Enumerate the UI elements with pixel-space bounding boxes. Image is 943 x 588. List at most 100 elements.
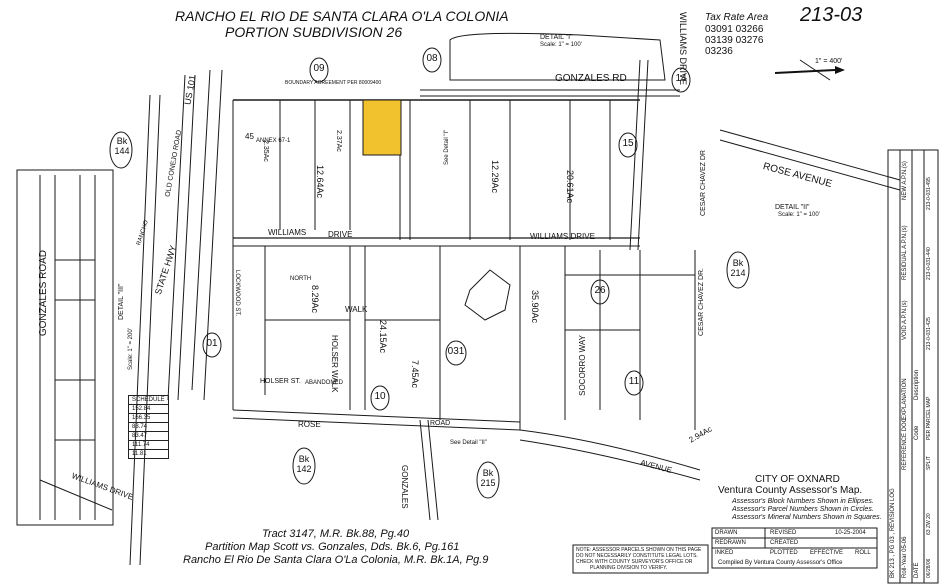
schedule-row: 166.35 bbox=[128, 413, 169, 423]
revision-log-year: Roll-Year 05-06 bbox=[902, 536, 908, 578]
status-drawn: DRAWN bbox=[715, 530, 738, 536]
schedule-table: SCHEDULE 152.84 166.35 83.74 83.47 111.7… bbox=[128, 395, 169, 459]
see-detail-ii: See Detail "II" bbox=[450, 440, 487, 446]
street-road: ROAD bbox=[430, 420, 451, 427]
acreage: 8.29Ac bbox=[310, 285, 320, 314]
street-gonzales-bottom: GONZALES bbox=[400, 465, 409, 509]
revision-log-row-date: 06/28/06 bbox=[926, 558, 932, 578]
status-roll: ROLL bbox=[855, 550, 871, 556]
tax-rate-line: 03236 bbox=[705, 46, 733, 57]
source-line: Partition Map Scott vs. Gonzales, Dds. B… bbox=[205, 541, 460, 553]
revision-log-col-ref: REFERENCE DOC. bbox=[902, 416, 908, 470]
street-walk: WALK bbox=[345, 305, 368, 314]
block-number: 031 bbox=[447, 346, 465, 357]
detail-i-label: DETAIL "I" bbox=[540, 34, 573, 41]
legend-line: Assessor's Block Numbers Shown in Ellips… bbox=[732, 498, 874, 505]
book-number: Bk 144 bbox=[114, 136, 130, 156]
acreage: 12.64Ac bbox=[315, 165, 325, 199]
schedule-row: 111.74 bbox=[128, 440, 169, 450]
detail-ii-label: DETAIL "II" bbox=[775, 204, 810, 211]
revision-log-col-code: Code bbox=[914, 425, 920, 440]
source-line: Rancho El Rio De Santa Clara O'La Coloni… bbox=[183, 554, 489, 566]
block-number: 14 bbox=[675, 73, 687, 84]
revision-log-col-expl: EXPLANATION bbox=[902, 378, 908, 420]
street-rose: ROSE bbox=[298, 420, 321, 429]
see-detail-i: See Detail "I" bbox=[444, 129, 450, 165]
acreage: 7.45Ac bbox=[410, 360, 420, 389]
schedule-row: 83.74 bbox=[128, 422, 169, 432]
acreage: 35.90Ac bbox=[530, 290, 540, 324]
status-compiled: Compiled By Ventura County Assessor's Of… bbox=[718, 560, 843, 566]
schedule-row: 152.84 bbox=[128, 404, 169, 414]
street-lockwood-st: LOCKWOOD ST. bbox=[234, 270, 240, 317]
street-holser-st: HOLSER ST. bbox=[260, 378, 301, 385]
street-gonzales-rd: GONZALES RD bbox=[555, 73, 627, 84]
acreage: 2.37Ac bbox=[335, 130, 342, 152]
revision-log-title: BK 213 , PG 03 , REVISION LOG bbox=[890, 488, 896, 578]
tax-rate-area-label: Tax Rate Area bbox=[705, 12, 769, 23]
highlighted-parcel bbox=[362, 99, 402, 156]
detail-iii-scale: Scale: 1" = 200' bbox=[128, 328, 134, 370]
street-cesar-chavez: CESAR CHAVEZ DR. bbox=[698, 268, 705, 336]
status-plotted: PLOTTED bbox=[770, 550, 798, 556]
book-number: Bk 215 bbox=[480, 468, 496, 488]
tax-rate-line: 03091 03266 bbox=[705, 24, 764, 35]
street-cesar-chavez-dr: CESAR CHAVEZ DR bbox=[700, 150, 707, 216]
legend-line: Assessor's Mineral Numbers Shown in Squa… bbox=[732, 514, 882, 521]
detail-i-scale: Scale: 1" = 100' bbox=[540, 42, 582, 48]
revision-log-col-date: DATE bbox=[914, 562, 920, 578]
revision-log-col-resid: RESIDUAL A.P.N.(s) bbox=[902, 225, 908, 280]
street-williams-left: WILLIAMS bbox=[268, 228, 307, 237]
revision-log-row-code: SPLIT bbox=[926, 456, 932, 470]
source-line: Tract 3147, M.R. Bk.88, Pg.40 bbox=[262, 528, 410, 540]
revision-log-col-desc: Description bbox=[914, 369, 920, 400]
detail-ii-scale: Scale: 1" = 100' bbox=[778, 212, 820, 218]
acreage: 2.35Ac bbox=[262, 140, 269, 162]
status-revised-date: 10-25-2004 bbox=[835, 530, 866, 536]
legend-county: Ventura County Assessor's Map. bbox=[718, 485, 863, 496]
street-williams-drive-top: WILLIAMS DRIVE bbox=[678, 12, 688, 86]
schedule-row: 11.81 bbox=[128, 449, 169, 459]
revision-log-row-ref: 63 ZW 20 bbox=[926, 513, 932, 535]
block-number: 15 bbox=[622, 138, 634, 149]
schedule-row: 83.47 bbox=[128, 431, 169, 441]
map-subtitle: PORTION SUBDIVISION 26 bbox=[225, 24, 403, 40]
note-line: PLANNING DIVISION TO VERIFY. bbox=[590, 565, 668, 571]
revision-log-col-new: NEW A.P.N.(s) bbox=[902, 161, 908, 200]
book-number: Bk 142 bbox=[296, 454, 312, 474]
legend-line: Assessor's Parcel Numbers Shown in Circl… bbox=[732, 506, 874, 513]
annex-label: ANNEX 67-1 bbox=[256, 138, 291, 144]
block-number: 11 bbox=[628, 376, 640, 387]
street-gonzales-road: GONZALES ROAD bbox=[38, 250, 49, 337]
revision-log-row-desc: PER PARCEL MAP bbox=[926, 396, 932, 440]
tax-rate-line: 03139 03276 bbox=[705, 35, 764, 46]
acreage: 12.29Ac bbox=[490, 160, 500, 194]
status-created: CREATED bbox=[770, 540, 799, 546]
acreage: 24.15Ac bbox=[378, 320, 388, 354]
street-drive: DRIVE bbox=[328, 230, 353, 239]
status-effective: EFFECTIVE bbox=[810, 550, 844, 556]
note-line: NOTE: ASSESSOR PARCELS SHOWN ON THIS PAG… bbox=[576, 547, 702, 553]
block-number: 01 bbox=[206, 338, 218, 349]
revision-log-row-new: 213-0-031-495 bbox=[926, 177, 932, 210]
detail-iii-label: DETAIL "III" bbox=[118, 283, 125, 320]
map-number: 213-03 bbox=[800, 4, 863, 26]
status-revised: REVISED bbox=[770, 530, 797, 536]
parcel-number: 45 bbox=[245, 132, 254, 141]
north-label: NORTH bbox=[290, 276, 312, 282]
map-title: RANCHO EL RIO DE SANTA CLARA O'LA COLONI… bbox=[175, 8, 509, 24]
book-number: Bk 214 bbox=[730, 258, 746, 278]
street-socorro-way: SOCORRO WAY bbox=[578, 335, 587, 396]
block-number: 26 bbox=[594, 285, 606, 296]
acreage: 20.61Ac bbox=[565, 170, 575, 204]
revision-log-col-void: VOID A.P.N.(s) bbox=[902, 300, 908, 340]
revision-log-row-void: 213-0-031-425 bbox=[926, 317, 932, 350]
status-redrawn: REDRAWN bbox=[715, 540, 746, 546]
status-inked: INKED bbox=[715, 550, 734, 556]
boundary-agreement: BOUNDARY AGREEMENT PER 80009400 bbox=[285, 80, 382, 86]
block-number: 08 bbox=[426, 53, 438, 64]
legend-city: CITY OF OXNARD bbox=[755, 474, 840, 485]
street-williams-drive-mid: WILLIAMS DRIVE bbox=[530, 232, 595, 241]
map-scale: 1" = 400' bbox=[815, 58, 843, 65]
